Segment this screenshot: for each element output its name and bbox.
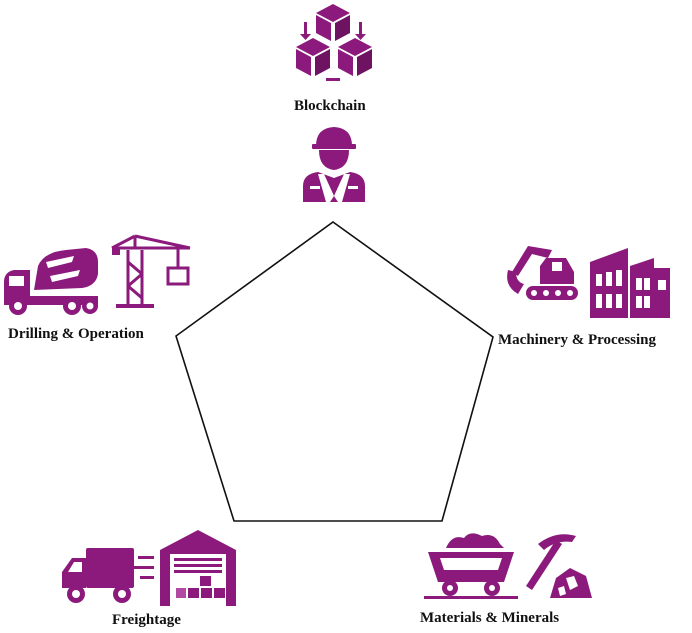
cement-mixer-truck-icon [4, 248, 98, 315]
label-machinery-processing: Machinery & Processing [498, 332, 657, 348]
label-materials-minerals: Materials & Minerals [420, 610, 560, 626]
excavator-icon [507, 246, 578, 300]
pickaxe-ore-icon [526, 534, 592, 598]
label-freightage: Freightage [112, 612, 181, 628]
factory-icon [590, 248, 670, 318]
label-drilling-operation: Drilling & Operation [8, 326, 144, 342]
tower-crane-icon [111, 234, 191, 308]
delivery-truck-icon [62, 548, 154, 603]
warehouse-icon [160, 530, 236, 606]
construction-worker-icon [303, 127, 365, 202]
label-blockchain: Blockchain [294, 98, 366, 114]
blockchain-cubes-icon [296, 4, 372, 81]
mine-cart-icon [424, 533, 518, 599]
pentagon-outline [175, 221, 494, 522]
